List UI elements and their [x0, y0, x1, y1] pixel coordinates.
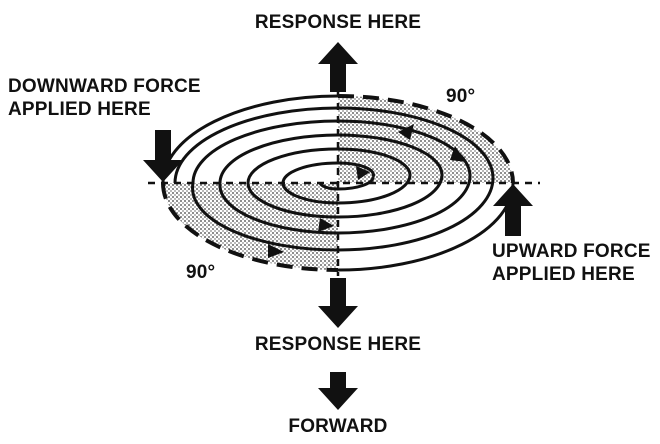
- upward-force-label-line1: UPWARD FORCE: [492, 241, 651, 262]
- arrow-down-icon: [318, 278, 358, 328]
- arrow-down-icon: [318, 372, 358, 410]
- angle-label-bottom: 90°: [186, 262, 216, 283]
- arrow-up-icon: [318, 42, 358, 92]
- rotation-arrow-icon: [450, 146, 466, 162]
- disc-outline-dashed-lower-left: [161, 182, 339, 272]
- response-bottom-label: RESPONSE HERE: [254, 334, 422, 355]
- rotation-arrowheads: [268, 124, 466, 258]
- arrow-up-icon: [493, 184, 533, 236]
- arrow-down-icon: [143, 130, 183, 182]
- downward-force-label-line2: APPLIED HERE: [8, 99, 151, 120]
- rotation-arrow-icon: [318, 218, 334, 232]
- rotation-arrow-icon: [398, 124, 414, 140]
- upward-force-label-line2: APPLIED HERE: [492, 264, 635, 285]
- shaded-quadrant-top-right: [338, 96, 513, 183]
- downward-force-label-line1: DOWNWARD FORCE: [8, 76, 201, 97]
- response-top-label: RESPONSE HERE: [254, 12, 422, 33]
- rotation-arrow-icon: [268, 244, 284, 258]
- angle-label-top: 90°: [446, 86, 476, 107]
- rotation-arrow-icon: [356, 166, 370, 180]
- forward-label: FORWARD: [288, 416, 388, 437]
- axis-lines: [148, 90, 540, 276]
- disc-outline-dashed-upper-right: [337, 94, 515, 184]
